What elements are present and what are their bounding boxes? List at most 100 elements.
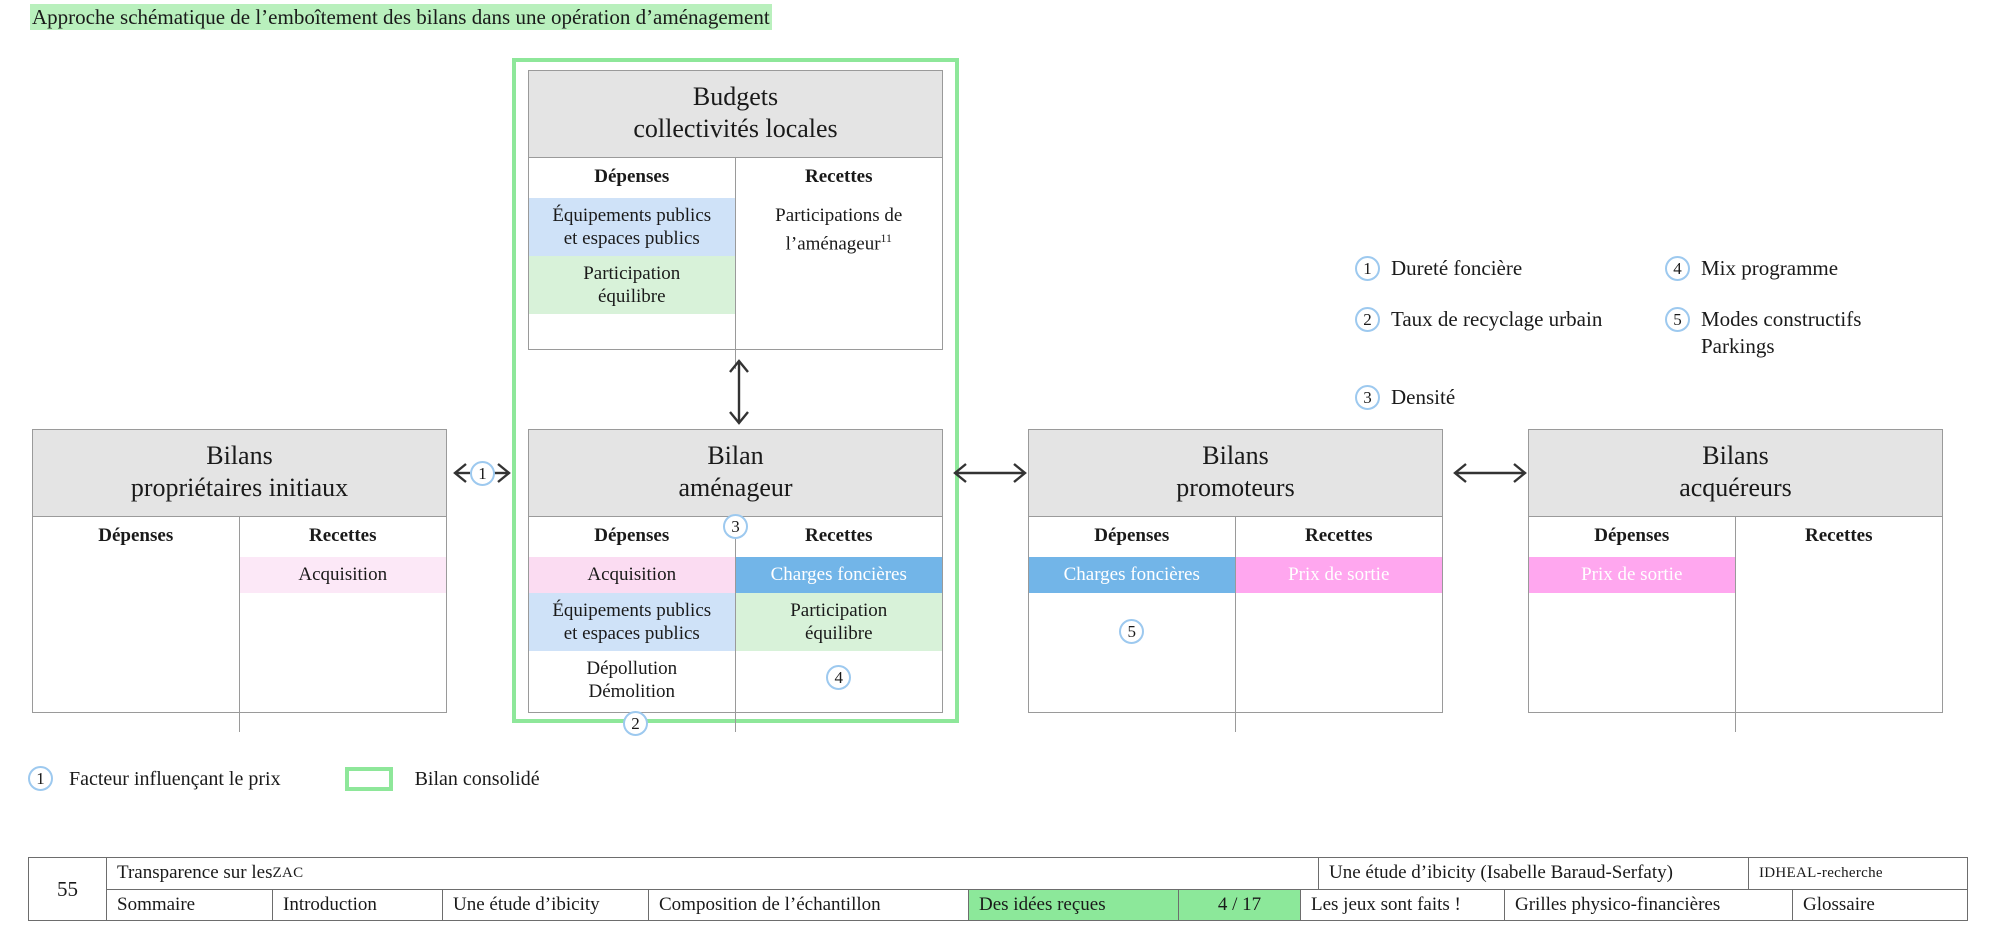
factor-legend-item-4: 4 Mix programme — [1665, 255, 1975, 282]
column-header-depenses: Dépenses — [98, 525, 174, 546]
box-bilans-promoteurs: Bilans promoteurs Dépenses Charges fonci… — [1028, 429, 1443, 732]
cell-charges-foncieres: Charges foncières — [735, 557, 942, 593]
cell-line2: équilibre — [597, 286, 666, 307]
box-promoteurs-recettes-column: Recettes Prix de sortie — [1235, 517, 1442, 732]
factor-label-4: Mix programme — [1701, 256, 1839, 280]
nav-item-sommaire[interactable]: Sommaire — [107, 889, 273, 920]
cell-line1: Équipements publics — [552, 205, 712, 226]
factor-label-5-line2: Parkings — [1701, 334, 1775, 358]
factor-label-1: Dureté foncière — [1391, 256, 1523, 280]
box-promoteurs-title-line1: Bilans — [1202, 441, 1269, 470]
box-budgets-collectivites-locales: Budgets collectivités locales Dépenses É… — [528, 70, 943, 369]
bottom-bar-row-nav: Sommaire Introduction Une étude d’ibicit… — [107, 889, 1967, 920]
page-number: 55 — [29, 858, 107, 920]
box-proprietaires-depenses-column: Dépenses — [33, 517, 240, 732]
cell-charges-foncieres: Charges foncières — [1029, 557, 1235, 593]
box-amenageur-title: Bilan aménageur — [529, 430, 942, 517]
box-amenageur-title-line2: aménageur — [678, 473, 793, 502]
box-amenageur-depenses-column: Dépenses Acquisition Équipements publics… — [529, 517, 736, 732]
column-header-depenses: Dépenses — [594, 525, 670, 546]
cell-line2: et espaces publics — [563, 228, 700, 249]
box-acquereurs-depenses-column: Dépenses Prix de sortie — [1529, 517, 1736, 732]
cell-line2: Démolition — [588, 681, 676, 702]
cell-prix-de-sortie: Prix de sortie — [1235, 557, 1442, 593]
box-amenageur-recettes-column: Recettes Charges foncières Participation… — [735, 517, 942, 732]
column-header-recettes: Recettes — [308, 525, 377, 546]
cell-line2: et espaces publics — [563, 623, 700, 644]
arrow-promoteurs-acquereurs — [1450, 456, 1530, 490]
factor-badge-4: 4 — [826, 665, 852, 690]
cell-participation-equilibre: Participation équilibre — [529, 256, 735, 314]
column-header-depenses: Dépenses — [1094, 525, 1170, 546]
cell-line1: Participation — [583, 263, 681, 284]
box-budgets-title-line2: collectivités locales — [633, 114, 838, 143]
factor-legend-item-1: 1 Dureté foncière — [1355, 255, 1665, 282]
connector-badge-1: 1 — [470, 461, 495, 486]
cell-badge-5: 5 — [1029, 593, 1235, 650]
nav-item-une-etude-dibicity[interactable]: Une étude d’ibicity — [443, 889, 649, 920]
factor-label-3: Densité — [1391, 385, 1456, 409]
nav-item-glossaire[interactable]: Glossaire — [1803, 893, 1875, 915]
cell-acquisition: Acquisition — [239, 557, 446, 593]
cell-equipements-publics: Équipements publics et espaces publics — [529, 593, 735, 651]
bottom-bar-document-title: Transparence sur les ZAC — [107, 858, 1319, 889]
box-acquereurs-title-line1: Bilans — [1702, 441, 1769, 470]
factor-legend-row: 3 Densité — [1355, 384, 1975, 411]
bottom-navigation-bar: 55 Transparence sur les ZAC Une étude d’… — [28, 857, 1968, 921]
legend-consolidated-swatch-icon — [344, 766, 393, 791]
factor-badge-1: 1 — [1355, 256, 1380, 281]
bottom-bar-institute: IDHEAL-recherche — [1759, 864, 1883, 881]
column-header-depenses: Dépenses — [594, 166, 670, 187]
arrow-amenageur-promoteurs — [950, 456, 1030, 490]
factor-legend: 1 Dureté foncière 4 Mix programme 2 Taux… — [1355, 255, 1975, 435]
nav-item-composition-echantillon[interactable]: Composition de l’échantillon — [649, 889, 969, 920]
factor-badge-2: 2 — [623, 711, 648, 736]
diagram-legend: 1 Facteur influençant le prix Bilan cons… — [28, 766, 540, 791]
box-acquereurs-title: Bilans acquéreurs — [1529, 430, 1942, 517]
cell-line2: équilibre — [804, 623, 873, 644]
cell-depollution-demolition: Dépollution Démolition — [529, 651, 735, 709]
cell-participation-equilibre: Participation équilibre — [735, 593, 942, 651]
factor-label-5: Modes constructifs Parkings — [1701, 306, 1861, 360]
nav-item-des-idees-recues[interactable]: Des idées reçues — [969, 889, 1179, 920]
column-header-depenses: Dépenses — [1594, 525, 1670, 546]
nav-item-introduction[interactable]: Introduction — [273, 889, 443, 920]
cell-prix-de-sortie: Prix de sortie — [1529, 557, 1735, 593]
bottom-bar-document-title-zac: ZAC — [272, 864, 304, 881]
box-proprietaires-title: Bilans propriétaires initiaux — [33, 430, 446, 517]
bottom-bar-study: Une étude d’ibicity (Isabelle Baraud-Ser… — [1319, 858, 1749, 889]
box-proprietaires-recettes-column: Recettes Acquisition — [239, 517, 446, 732]
cell-line1: Participation — [790, 600, 888, 621]
box-bilans-acquereurs: Bilans acquéreurs Dépenses Prix de sorti… — [1528, 429, 1943, 732]
nav-page-indicator: 4 / 17 — [1179, 889, 1301, 920]
box-budgets-depenses-column: Dépenses Équipements publics et espaces … — [529, 158, 736, 369]
factor-legend-item-2: 2 Taux de recyclage urbain — [1355, 306, 1665, 333]
factor-badge-5: 5 — [1119, 619, 1145, 644]
box-promoteurs-title-line2: promoteurs — [1176, 473, 1295, 502]
factor-badge-5: 5 — [1665, 307, 1690, 332]
cell-acquisition: Acquisition — [529, 557, 735, 593]
cell-line1: Participations de — [775, 205, 903, 226]
legend-badge-icon: 1 — [28, 766, 53, 791]
cell-participations-amenageur: Participations de l’aménageur11 — [736, 198, 943, 261]
factor-legend-row: 2 Taux de recyclage urbain 5 Modes const… — [1355, 306, 1975, 360]
nav-item-grilles-physico-financieres[interactable]: Grilles physico-financières — [1505, 889, 1793, 920]
legend-badge-label: Facteur influençant le prix — [69, 767, 281, 790]
box-budgets-title: Budgets collectivités locales — [529, 71, 942, 158]
box-budgets-title-line1: Budgets — [692, 82, 779, 111]
box-promoteurs-title: Bilans promoteurs — [1029, 430, 1442, 517]
footnote-ref: 11 — [880, 232, 892, 245]
box-acquereurs-recettes-column: Recettes — [1736, 517, 1943, 732]
cell-line1: Dépollution — [586, 658, 678, 679]
cell-line2: l’aménageur — [785, 233, 881, 255]
nav-item-les-jeux-sont-faits[interactable]: Les jeux sont faits ! — [1301, 889, 1505, 920]
factor-label-2: Taux de recyclage urbain — [1391, 307, 1603, 331]
box-bilan-amenageur: Bilan aménageur Dépenses Acquisition Équ… — [528, 429, 943, 732]
cell-line1: Équipements publics — [552, 600, 712, 621]
column-header-recettes: Recettes — [1304, 525, 1373, 546]
factor-legend-item-5: 5 Modes constructifs Parkings — [1665, 306, 1975, 360]
column-header-recettes: Recettes — [804, 525, 873, 546]
factor-legend-item-3: 3 Densité — [1355, 384, 1700, 411]
legend-consolidated-label: Bilan consolidé — [414, 767, 540, 790]
